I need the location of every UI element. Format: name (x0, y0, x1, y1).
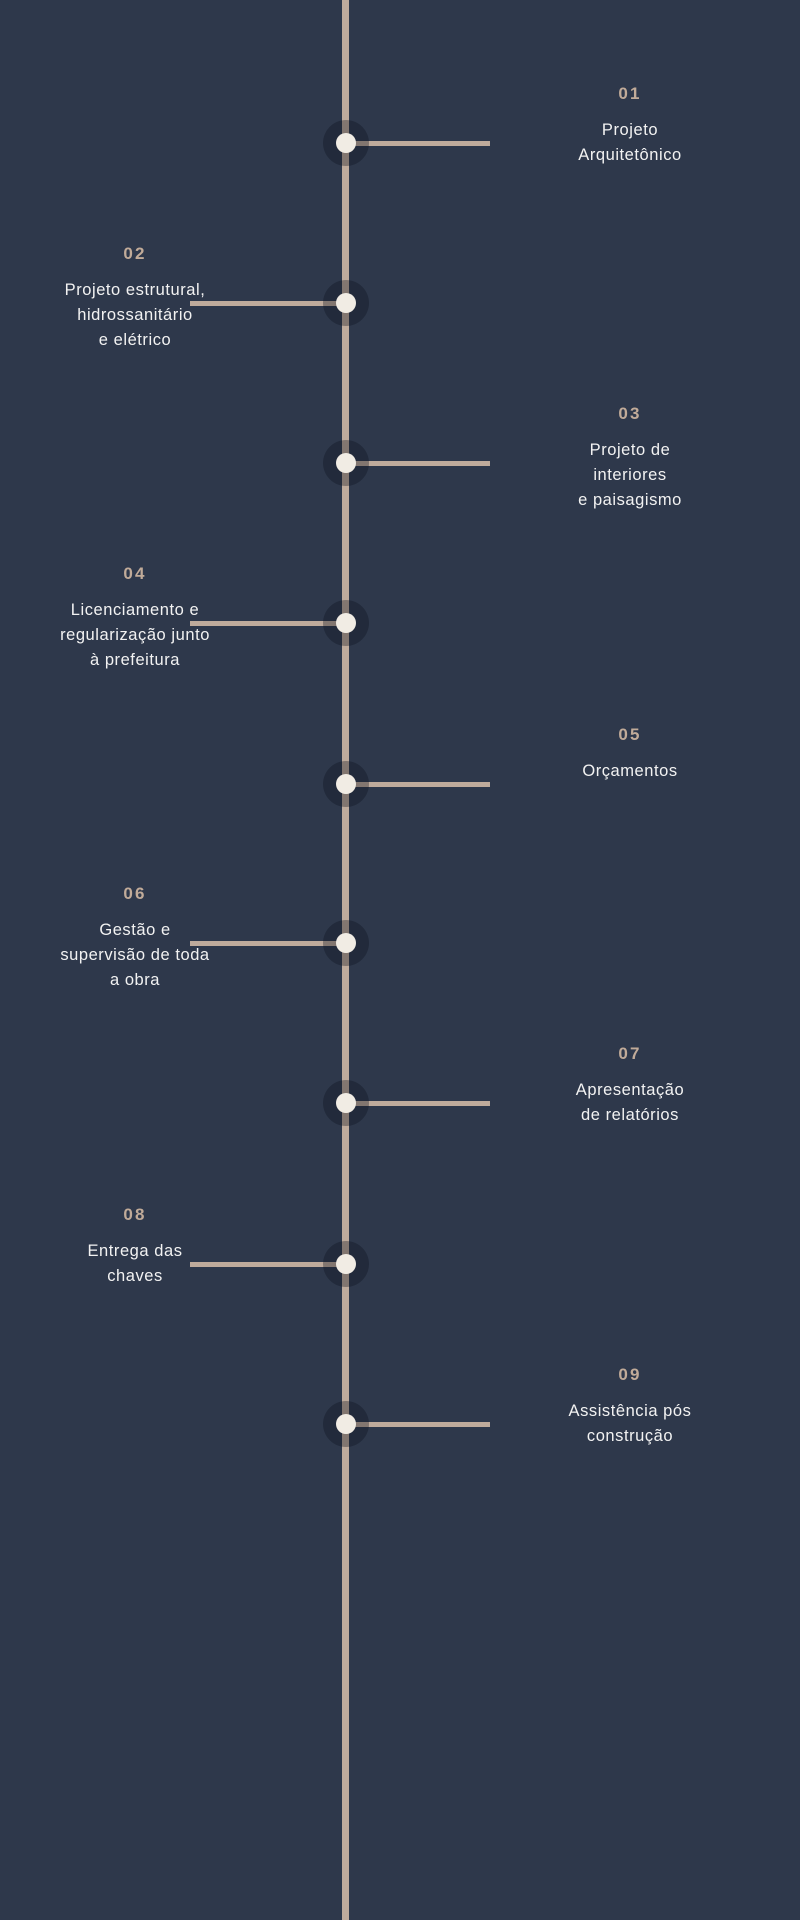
node-dot-icon[interactable] (336, 1414, 356, 1434)
step-text: Assistência pós construção (568, 1401, 692, 1445)
connector-line (355, 141, 490, 146)
node-dot-icon[interactable] (336, 774, 356, 794)
node-dot-icon[interactable] (336, 453, 356, 473)
connector-line (190, 1262, 345, 1267)
step-number: 09 (618, 1365, 642, 1384)
node-dot-icon[interactable] (336, 133, 356, 153)
step-number: 07 (618, 1044, 642, 1063)
step-text: Orçamentos (582, 761, 678, 780)
step-text: Entrega das chaves (87, 1241, 183, 1285)
step-text: Apresentação de relatórios (575, 1080, 685, 1124)
connector-line (355, 1101, 490, 1106)
step-text: Gestão e supervisão de toda a obra (60, 920, 210, 989)
step-number: 04 (123, 564, 147, 583)
step-number: 05 (618, 725, 642, 744)
step-number: 08 (123, 1205, 147, 1224)
node-dot-icon[interactable] (336, 613, 356, 633)
step-number: 03 (618, 404, 642, 423)
connector-line (355, 782, 490, 787)
connector-line (190, 621, 345, 626)
step-number: 02 (123, 244, 147, 263)
step-text: Projeto Arquitetônico (578, 120, 682, 164)
connector-line (355, 461, 490, 466)
node-dot-icon[interactable] (336, 1093, 356, 1113)
connector-line (190, 941, 345, 946)
connector-line (190, 301, 345, 306)
node-dot-icon[interactable] (336, 293, 356, 313)
step-number: 01 (618, 84, 642, 103)
step-text: Projeto estrutural, hidrossanitário e el… (64, 280, 206, 349)
connector-line (355, 1422, 490, 1427)
node-dot-icon[interactable] (336, 933, 356, 953)
step-text: Licenciamento e regularização junto à pr… (60, 600, 210, 669)
timeline-spine (342, 0, 349, 1920)
node-dot-icon[interactable] (336, 1254, 356, 1274)
step-text: Projeto de interiores e paisagismo (578, 440, 682, 509)
step-number: 06 (123, 884, 147, 903)
